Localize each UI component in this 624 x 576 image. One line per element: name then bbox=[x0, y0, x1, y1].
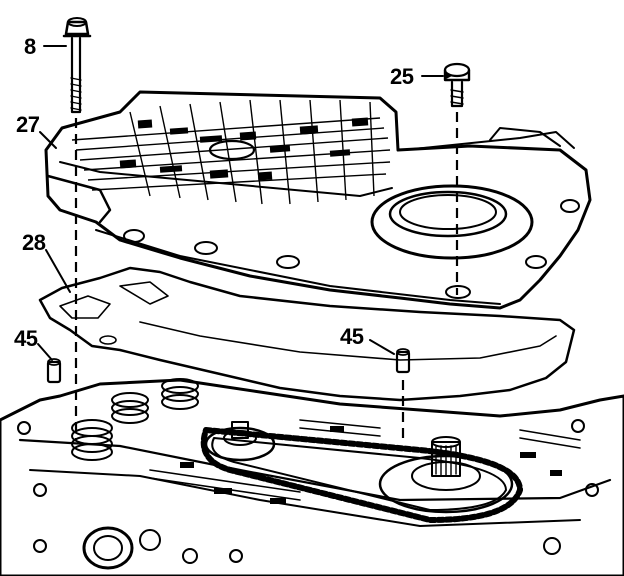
callout-45-right: 45 bbox=[340, 324, 364, 349]
leader-27 bbox=[39, 131, 57, 149]
bolt-25 bbox=[443, 62, 471, 108]
leader-28 bbox=[45, 249, 71, 293]
callout-25: 25 bbox=[390, 64, 414, 89]
seal-45-left bbox=[46, 358, 62, 384]
transmission-case bbox=[0, 378, 624, 576]
bolt-8 bbox=[62, 17, 92, 114]
gasket-28 bbox=[38, 266, 576, 402]
callout-28: 28 bbox=[22, 230, 46, 255]
cover-27 bbox=[44, 90, 592, 310]
seal-45-right bbox=[395, 348, 411, 374]
callout-27: 27 bbox=[16, 112, 40, 137]
leader-45-left bbox=[37, 343, 53, 361]
arrowhead-25 bbox=[444, 72, 452, 80]
callout-8: 8 bbox=[24, 34, 36, 59]
callout-45-left: 45 bbox=[14, 326, 38, 351]
leader-45-right bbox=[369, 339, 395, 355]
